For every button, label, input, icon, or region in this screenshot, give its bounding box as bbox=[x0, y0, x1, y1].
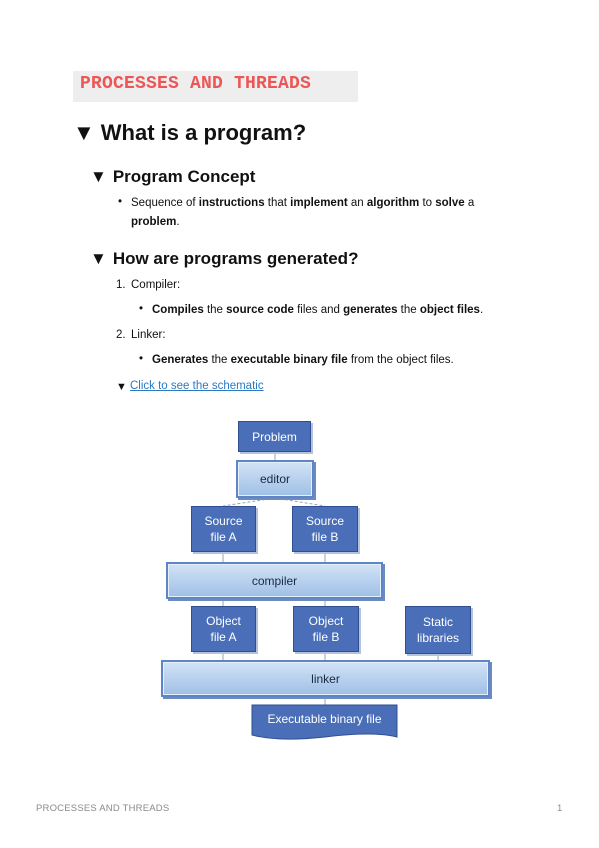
text-run: an bbox=[347, 197, 367, 209]
object-file-b-box: Object file B bbox=[293, 606, 359, 652]
compiler-box: compiler bbox=[166, 562, 383, 599]
text-run: that bbox=[264, 197, 291, 209]
bold-run: implement bbox=[290, 197, 348, 209]
bold-run: Compiles bbox=[152, 304, 204, 316]
list-item-1-number: 1. bbox=[116, 279, 126, 291]
text-run: files and bbox=[293, 304, 344, 316]
heading-text: Program Concept bbox=[112, 167, 256, 186]
heading-text: How are programs generated? bbox=[112, 249, 359, 268]
toggle-triangle-icon[interactable]: ▼ bbox=[90, 249, 107, 268]
compiler-description: Compiles the source code files and gener… bbox=[152, 301, 483, 320]
bullet-dot: • bbox=[118, 196, 123, 208]
schematic-toggle-link[interactable]: Click to see the schematic bbox=[130, 377, 264, 396]
bold-run: Generates bbox=[152, 354, 209, 366]
object-file-a-box: Object file A bbox=[191, 606, 256, 652]
heading-program-concept[interactable]: ▼ Program Concept bbox=[90, 167, 255, 187]
heading-how-generated[interactable]: ▼ How are programs generated? bbox=[90, 249, 358, 269]
list-item-2-number: 2. bbox=[116, 329, 126, 341]
rich-line-1: Sequence of instructions that implement … bbox=[131, 197, 474, 209]
schematic-link-text[interactable]: Click to see the schematic bbox=[130, 380, 264, 392]
bold-run: algorithm bbox=[366, 197, 420, 209]
bold-run: instructions bbox=[198, 197, 265, 209]
bullet-dot: • bbox=[139, 353, 144, 365]
text-run: the bbox=[208, 354, 231, 366]
footer-page-number: 1 bbox=[557, 803, 563, 814]
list-item-1-label: Compiler: bbox=[131, 279, 181, 291]
heading-what-is-program[interactable]: ▼What is a program? bbox=[73, 120, 306, 146]
schematic-toggle-icon[interactable]: ▼ bbox=[116, 381, 127, 393]
static-libraries-box: Static libraries bbox=[405, 606, 471, 654]
linker-description: Generates the executable binary file fro… bbox=[152, 351, 454, 370]
program-concept-text: Sequence of instructions that implement … bbox=[131, 194, 474, 232]
text-run: . bbox=[479, 304, 484, 316]
bold-run: executable binary file bbox=[230, 354, 348, 366]
linker-box: linker bbox=[161, 660, 490, 697]
page-title: PROCESSES AND THREADS bbox=[80, 74, 312, 94]
executable-box bbox=[251, 704, 398, 740]
list-item-2-label: Linker: bbox=[131, 329, 166, 341]
text-run: the bbox=[397, 304, 420, 316]
toggle-triangle-icon[interactable]: ▼ bbox=[90, 167, 107, 186]
toggle-triangle-icon[interactable]: ▼ bbox=[73, 120, 95, 145]
text-run: . bbox=[176, 216, 180, 228]
text-run: the bbox=[203, 304, 227, 316]
text-run: from the object files. bbox=[347, 354, 454, 366]
problem-box: Problem bbox=[238, 421, 311, 452]
bold-run: problem bbox=[131, 216, 177, 228]
bold-run: object files bbox=[419, 304, 480, 316]
rich-line-2: problem. bbox=[131, 216, 180, 228]
text-run: a bbox=[464, 197, 475, 209]
text-run: Sequence of bbox=[131, 197, 199, 209]
bold-run: generates bbox=[343, 304, 398, 316]
title-banner bbox=[73, 71, 358, 102]
source-file-b-box: Source file B bbox=[292, 506, 358, 552]
footer-title: PROCESSES AND THREADS bbox=[36, 803, 170, 814]
bold-run: solve bbox=[435, 197, 465, 209]
source-file-a-box: Source file A bbox=[191, 506, 256, 552]
bullet-dot: • bbox=[139, 303, 144, 315]
bold-run: source code bbox=[226, 304, 294, 316]
editor-box: editor bbox=[236, 460, 314, 498]
heading-text: What is a program? bbox=[100, 120, 307, 145]
executable-label: Executable binary file bbox=[267, 712, 382, 726]
text-run: to bbox=[419, 197, 436, 209]
